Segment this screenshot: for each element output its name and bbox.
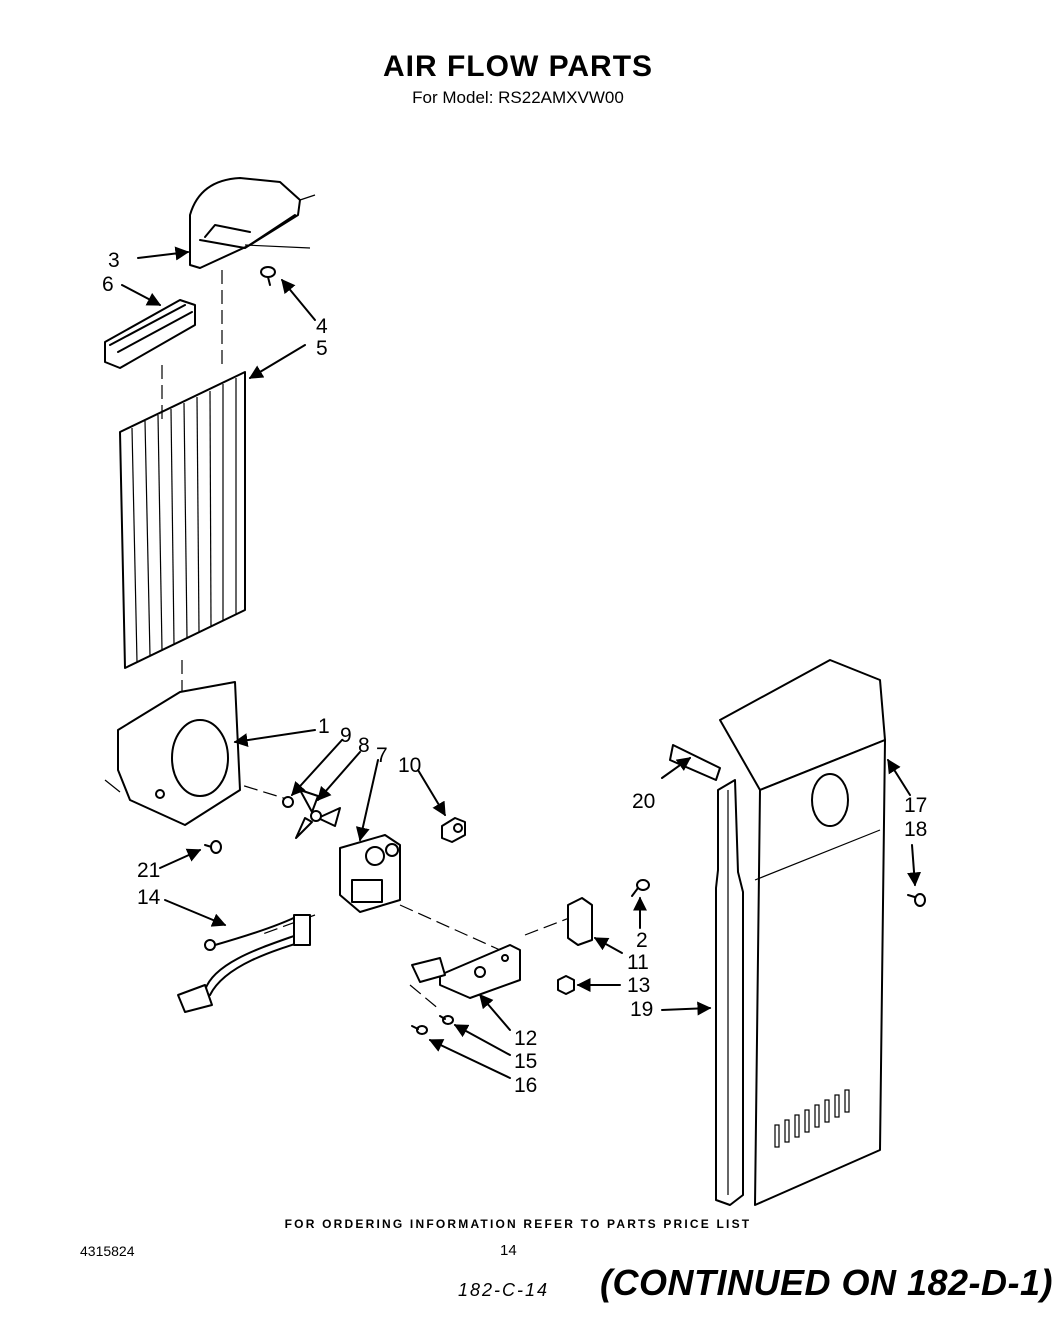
part-7-fan-motor xyxy=(339,834,401,913)
part-18-screw xyxy=(907,893,926,907)
callout-17: 17 xyxy=(904,794,927,817)
part-16-screw xyxy=(411,1025,428,1035)
part-21-screw xyxy=(204,840,222,854)
callout-3: 3 xyxy=(108,249,120,272)
callout-14: 14 xyxy=(137,886,161,909)
part-8-fan-blade xyxy=(295,789,341,839)
callout-19: 19 xyxy=(630,998,653,1021)
handwritten-reference: 182-C-14 xyxy=(458,1280,550,1300)
leader-lines xyxy=(121,246,922,1079)
part-3-duct-cover xyxy=(189,177,316,269)
continued-note: (CONTINUED ON 182-D-1) xyxy=(600,1262,1053,1303)
part-4-screw xyxy=(260,266,276,286)
callout-11: 11 xyxy=(627,951,649,974)
part-20-gasket xyxy=(669,744,721,781)
callout-4: 4 xyxy=(316,315,328,338)
callout-7: 7 xyxy=(376,744,388,767)
part-2-screw xyxy=(631,879,650,897)
part-17-rear-panel xyxy=(719,659,886,1206)
page-title: AIR FLOW PARTS xyxy=(382,50,654,83)
part-11-bracket xyxy=(567,897,593,946)
part-13-clip xyxy=(557,975,575,995)
callout-1: 1 xyxy=(318,715,330,738)
callout-5: 5 xyxy=(316,337,328,360)
part-6-grille xyxy=(104,299,196,369)
part-14-wire-harness xyxy=(177,914,311,1013)
part-15-screw xyxy=(439,1015,454,1025)
part-19-divider-panel xyxy=(715,779,744,1206)
callout-6: 6 xyxy=(102,273,114,296)
callout-15: 15 xyxy=(514,1050,537,1073)
callout-8: 8 xyxy=(358,734,370,757)
part-1-fan-shroud xyxy=(104,681,241,826)
model-subtitle: For Model: RS22AMXVW00 xyxy=(412,88,624,107)
callout-2: 2 xyxy=(636,929,648,952)
callout-21: 21 xyxy=(137,859,160,882)
part-12-mounting-bracket xyxy=(411,944,521,999)
callout-9: 9 xyxy=(340,724,352,747)
ordering-note: FOR ORDERING INFORMATION REFER TO PARTS … xyxy=(284,1217,752,1231)
document-number: 4315824 xyxy=(80,1243,135,1259)
callout-13: 13 xyxy=(627,974,650,997)
callout-16: 16 xyxy=(514,1074,537,1097)
callout-18: 18 xyxy=(904,818,927,841)
callout-20: 20 xyxy=(632,790,655,813)
part-5-evaporator-panel xyxy=(119,371,246,669)
part-9-clip xyxy=(282,796,294,808)
part-10-grommet xyxy=(441,817,466,843)
page-number: 14 xyxy=(500,1242,517,1259)
callout-12: 12 xyxy=(514,1027,537,1050)
callout-10: 10 xyxy=(398,754,421,777)
